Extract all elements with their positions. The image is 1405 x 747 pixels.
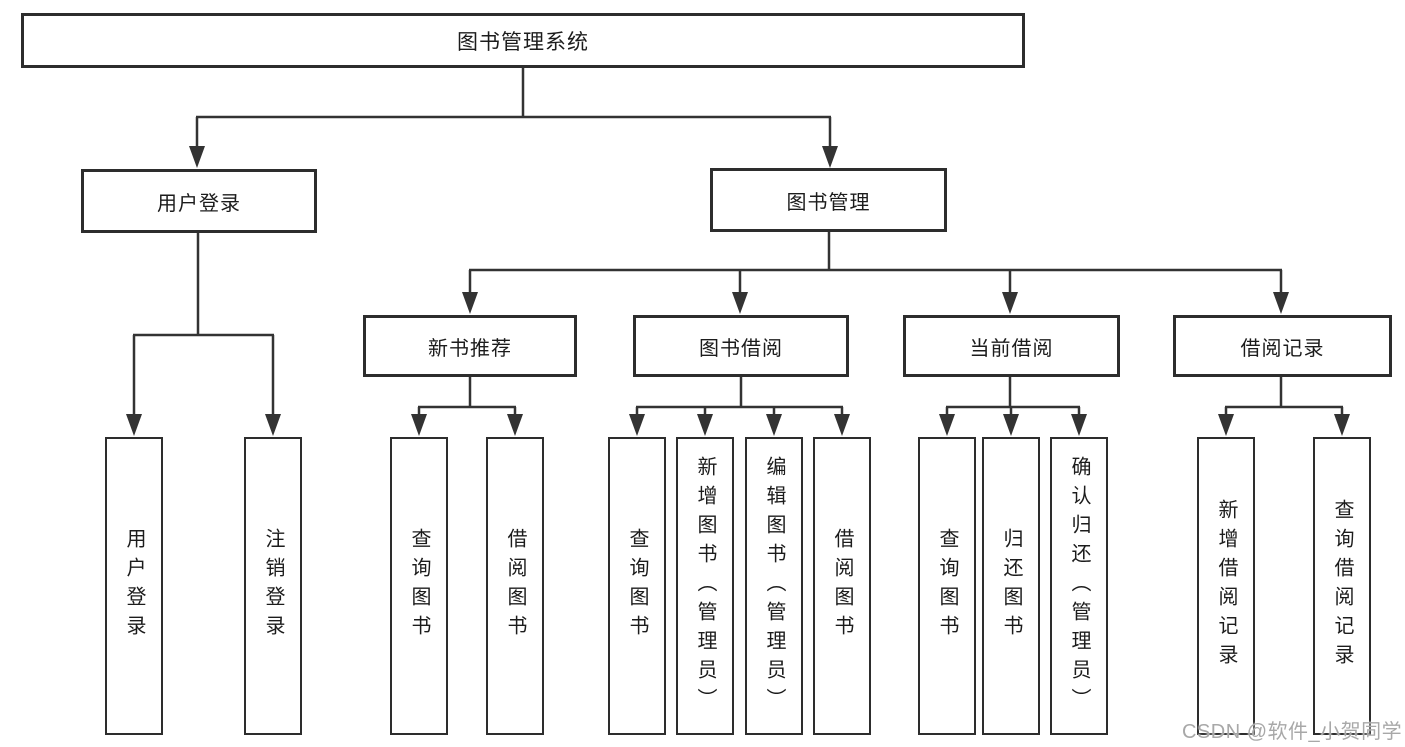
branch-book-management: 图书管理 <box>710 168 947 232</box>
csdn-watermark: CSDN @软件_小贺同学 <box>1182 721 1403 743</box>
leaf-borrow-books-label: 借阅图书 <box>831 528 853 644</box>
section-borrow-records: 借阅记录 <box>1173 315 1392 377</box>
leaf-confirm-return-admin: 确认归还（管理员） <box>1050 437 1108 735</box>
tree-edges <box>132 68 1344 420</box>
section-current-borrow-label: 当前借阅 <box>969 337 1054 360</box>
leaf-add-borrow-record-label: 新增借阅记录 <box>1215 499 1237 673</box>
leaf-query-books-current: 查询图书 <box>918 437 976 735</box>
leaf-query-borrow-record: 查询借阅记录 <box>1313 437 1371 735</box>
leaf-query-books-borrow: 查询图书 <box>608 437 666 735</box>
leaf-borrow-books-recommend: 借阅图书 <box>486 437 544 735</box>
leaf-query-books-borrow-label: 查询图书 <box>626 528 648 644</box>
leaf-query-books-current-label: 查询图书 <box>936 528 958 644</box>
leaf-logout-label: 注销登录 <box>262 528 284 644</box>
leaf-return-book-label: 归还图书 <box>1000 528 1022 644</box>
leaf-add-book-admin: 新增图书（管理员） <box>676 437 734 735</box>
node-root: 图书管理系统 <box>21 13 1025 68</box>
leaf-logout: 注销登录 <box>244 437 302 735</box>
leaf-user-login: 用户登录 <box>105 437 163 735</box>
branch-book-management-label: 图书管理 <box>786 191 871 214</box>
section-new-book-recommend: 新书推荐 <box>363 315 577 377</box>
leaf-query-borrow-record-label: 查询借阅记录 <box>1331 499 1353 673</box>
leaf-edit-book-admin: 编辑图书（管理员） <box>745 437 803 735</box>
section-book-borrow: 图书借阅 <box>633 315 849 377</box>
section-book-borrow-label: 图书借阅 <box>699 337 783 360</box>
section-current-borrow: 当前借阅 <box>903 315 1120 377</box>
leaf-add-book-admin-label: 新增图书（管理员） <box>694 455 716 717</box>
node-root-label: 图书管理系统 <box>457 30 589 54</box>
leaf-borrow-books-recommend-label: 借阅图书 <box>504 528 526 644</box>
leaf-return-book: 归还图书 <box>982 437 1040 735</box>
leaf-user-login-label: 用户登录 <box>123 528 145 644</box>
leaf-confirm-return-admin-label: 确认归还（管理员） <box>1068 455 1090 717</box>
leaf-query-books-recommend-label: 查询图书 <box>408 528 430 644</box>
leaf-add-borrow-record: 新增借阅记录 <box>1197 437 1255 735</box>
leaf-query-books-recommend: 查询图书 <box>390 437 448 735</box>
leaf-borrow-books: 借阅图书 <box>813 437 871 735</box>
branch-user-login: 用户登录 <box>81 169 317 233</box>
branch-user-login-label: 用户登录 <box>157 192 241 215</box>
leaf-edit-book-admin-label: 编辑图书（管理员） <box>763 455 785 717</box>
section-borrow-records-label: 借阅记录 <box>1240 337 1325 360</box>
section-new-book-recommend-label: 新书推荐 <box>428 337 512 360</box>
